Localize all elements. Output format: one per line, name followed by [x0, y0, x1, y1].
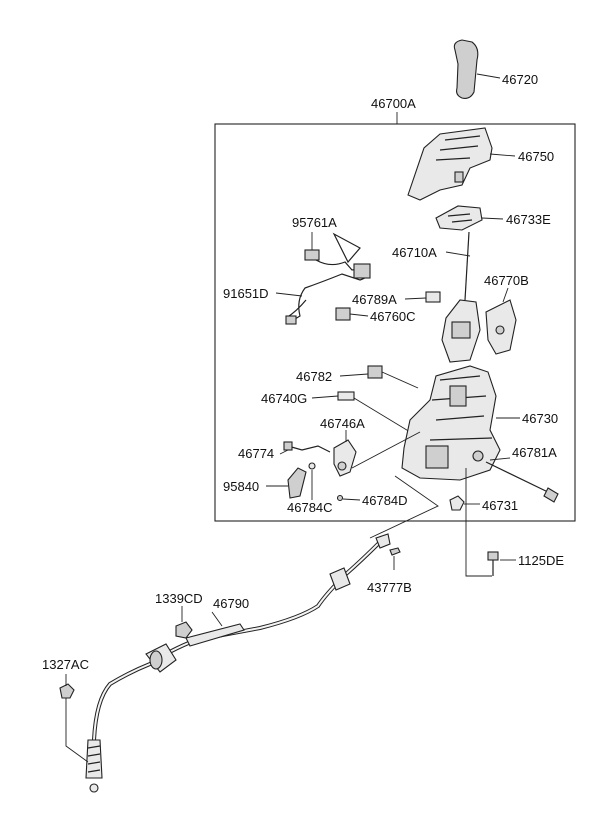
shift-knob-part: [453, 39, 501, 99]
end-nut-part: [59, 674, 89, 763]
switch-part: [339, 365, 419, 389]
small-bracket-part: [404, 291, 441, 303]
pin-part: [311, 391, 421, 439]
cable-pin-part: [389, 547, 401, 570]
mounting-bolt-part: [465, 468, 516, 577]
assembly-frame: [214, 123, 576, 522]
label-46746A: 46746A: [320, 416, 365, 431]
label-46790: 46790: [213, 596, 249, 611]
connector-part: [335, 307, 369, 321]
nut-part: [449, 495, 480, 511]
label-43777B: 43777B: [367, 580, 412, 595]
label-46774: 46774: [238, 446, 274, 461]
label-46730: 46730: [522, 411, 558, 426]
label-46740G: 46740G: [261, 391, 307, 406]
clip-part: [336, 494, 361, 502]
label-46784C: 46784C: [287, 500, 333, 515]
label-46731: 46731: [482, 498, 518, 513]
wiring-harness-part: [275, 232, 371, 325]
cable-nut-part: [175, 606, 193, 639]
label-95761A: 95761A: [292, 215, 337, 230]
label-46784D: 46784D: [362, 493, 408, 508]
label-1125DE: 1125DE: [518, 553, 564, 568]
label-46781A: 46781A: [512, 445, 557, 460]
label-46733E: 46733E: [506, 212, 551, 227]
sensor-part: [266, 467, 307, 499]
label-1339CD: 1339CD: [155, 591, 203, 606]
washer-part: [308, 462, 316, 500]
bracket-part: [485, 287, 517, 355]
label-46782: 46782: [296, 369, 332, 384]
label-46710A: 46710A: [392, 245, 437, 260]
sensor-harness-part: [279, 441, 331, 455]
label-46700A: 46700A: [371, 96, 416, 111]
label-46770B: 46770B: [484, 273, 529, 288]
indicator-cover-part: [407, 127, 516, 201]
label-1327AC: 1327AC: [42, 657, 89, 672]
label-46789A: 46789A: [352, 292, 397, 307]
label-91651D: 91651D: [223, 286, 269, 301]
label-95840: 95840: [223, 479, 259, 494]
shift-cable-part: [85, 533, 391, 793]
cam-part: [333, 430, 421, 477]
label-46750: 46750: [518, 149, 554, 164]
slide-plate-part: [435, 205, 504, 231]
label-46760C: 46760C: [370, 309, 416, 324]
long-bolt-part: [485, 457, 559, 503]
lever-base-part: [401, 365, 520, 481]
shift-lever-part: [441, 231, 481, 363]
label-46720: 46720: [502, 72, 538, 87]
